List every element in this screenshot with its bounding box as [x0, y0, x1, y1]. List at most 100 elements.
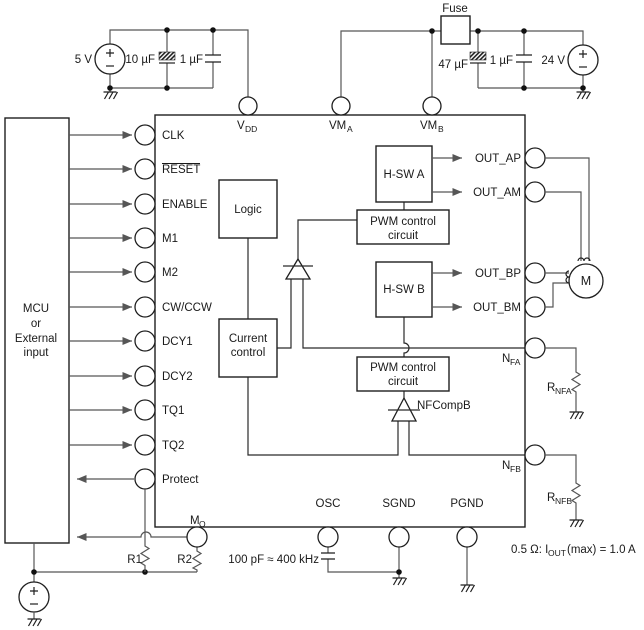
ground-icon — [568, 411, 585, 420]
r2-label: R2 — [177, 554, 192, 566]
ground-icon — [568, 519, 585, 528]
pwm-a-block — [356, 209, 450, 245]
rnfa-label: R — [547, 382, 555, 394]
pin-m2-label: M2 — [162, 267, 178, 279]
bottom-pins: R1 R2 M O 100 pF ≈ 400 kHz OSC SGND PGND — [77, 489, 484, 593]
pin-vdd — [238, 96, 258, 116]
pin-out-bm — [524, 296, 546, 318]
pin-out-ap-label: OUT_AP — [475, 153, 521, 165]
pin-vmb-sub: B — [438, 124, 444, 134]
pin-vmb — [422, 96, 442, 116]
pin-cwccw-label: CW/CCW — [162, 302, 212, 314]
plus-icon — [30, 587, 38, 595]
pin-vdd-label: V — [237, 120, 245, 132]
hsw-a-block — [375, 145, 433, 203]
output-note-sub: OUT — [548, 548, 566, 558]
pwm-b-label-2: circuit — [388, 376, 419, 388]
logic-label: Logic — [234, 204, 262, 216]
mcu-block: MCU or External input — [4, 117, 197, 627]
out-am-motor-wire — [545, 191, 582, 261]
rnfa-sub: NFA — [555, 386, 572, 396]
pin-nfa-label: N — [502, 353, 510, 365]
source-5v-symbol — [94, 43, 126, 75]
pin-cwccw — [134, 296, 156, 318]
vdd-supply-wire — [109, 29, 249, 97]
r1-resistor — [139, 489, 151, 572]
out-ap-motor-wire — [545, 157, 590, 261]
pin-out-bp — [524, 262, 546, 284]
hsw-b-label: H-SW B — [383, 284, 425, 296]
mcu-label-1: MCU — [23, 303, 49, 315]
pin-pgnd-label: PGND — [450, 498, 483, 510]
out-bm-motor-wire — [545, 282, 569, 308]
pin-out-bm-label: OUT_BM — [473, 302, 521, 314]
output-note-post: (max) = 1.0 A — [567, 544, 636, 556]
mcu-label-4: input — [24, 347, 50, 359]
cap-1uf-label: 1 µF — [180, 54, 203, 66]
source-24v-label: 24 V — [541, 55, 565, 67]
pin-tq1 — [134, 399, 156, 421]
pin-vma-sub: A — [347, 124, 353, 134]
hsw-a-label: H-SW A — [384, 169, 425, 181]
5v-ground-rail — [109, 74, 213, 92]
ground-icon — [26, 618, 43, 627]
source-24v-symbol — [567, 44, 599, 76]
mcu-label-3: External — [15, 333, 57, 345]
pin-dcy1 — [134, 330, 156, 352]
osc-note: 100 pF ≈ 400 kHz — [228, 554, 319, 566]
cap-47uf-label: 47 µF — [438, 59, 468, 71]
source-5v-label: 5 V — [75, 54, 93, 66]
left-pins: CLK RESET ENABLE M1 M2 CW/CCW DCY1 DCY2 … — [69, 124, 212, 490]
pin-clk-label: CLK — [162, 130, 185, 142]
pin-nfa-sub: FA — [510, 357, 521, 367]
supply-24v-section: Fuse 47 µF 1 µF 24 V — [340, 3, 599, 100]
pin-vma-label: VM — [329, 120, 346, 132]
pin-nfb-label: N — [502, 460, 510, 472]
supply-5v-section: 5 V 10 µF 1 µF — [75, 27, 249, 100]
pin-sgnd-label: SGND — [382, 498, 415, 510]
pin-protect-label: Protect — [162, 474, 199, 486]
current-to-nfcompb-wire — [247, 377, 399, 456]
driver-ic-body — [154, 114, 526, 528]
pin-mo-label: M — [190, 515, 200, 527]
pwm-a-label-2: circuit — [388, 230, 419, 242]
pin-osc-label: OSC — [316, 498, 341, 510]
cap-47uf-polar-plate — [469, 51, 487, 61]
pwm-a-label-1: PWM control — [370, 216, 436, 228]
pin-out-am — [524, 181, 546, 203]
pin-out-am-label: OUT_AM — [473, 187, 521, 199]
ground-icon — [575, 91, 592, 100]
cap-1uf-b-label: 1 µF — [490, 55, 513, 67]
rnfa-resistor — [545, 347, 582, 412]
current-control-label-1: Current — [229, 333, 268, 345]
motor-label: M — [581, 274, 591, 288]
r1-label: R1 — [127, 554, 142, 566]
pin-m2 — [134, 261, 156, 283]
pin-nfa — [524, 337, 546, 359]
right-pins: OUT_AP OUT_AM OUT_BP OUT_BM N FA N FB M … — [432, 147, 604, 528]
mcu-body — [4, 117, 70, 544]
pin-protect — [134, 468, 156, 490]
fuse-to-source-wire — [470, 30, 584, 45]
mo-to-mcu-wire-hop — [77, 531, 187, 542]
nfb-feedback-wire — [408, 421, 525, 456]
ground-icon — [459, 584, 476, 593]
nfcomp-a-amp-icon — [284, 257, 312, 280]
pin-mo-sub: O — [199, 519, 206, 529]
motor-coil-b-icon — [565, 270, 570, 284]
rnfb-label: R — [547, 492, 555, 504]
pin-reset-label: RESET — [162, 164, 200, 176]
pin-vdd-sub: DD — [245, 124, 257, 134]
plus-icon — [579, 50, 587, 58]
motor-coil-a-icon — [577, 257, 591, 262]
rnfb-resistor — [545, 454, 582, 520]
r2-resistor — [191, 547, 203, 572]
plus-icon — [106, 49, 114, 57]
pin-m1-label: M1 — [162, 233, 178, 245]
vma-supply-wire — [340, 30, 441, 97]
24v-ground-rail — [478, 75, 584, 92]
ic-internal: Logic Current control H-SW A PWM control… — [218, 145, 525, 456]
pin-dcy2 — [134, 365, 156, 387]
pin-osc — [317, 526, 339, 548]
